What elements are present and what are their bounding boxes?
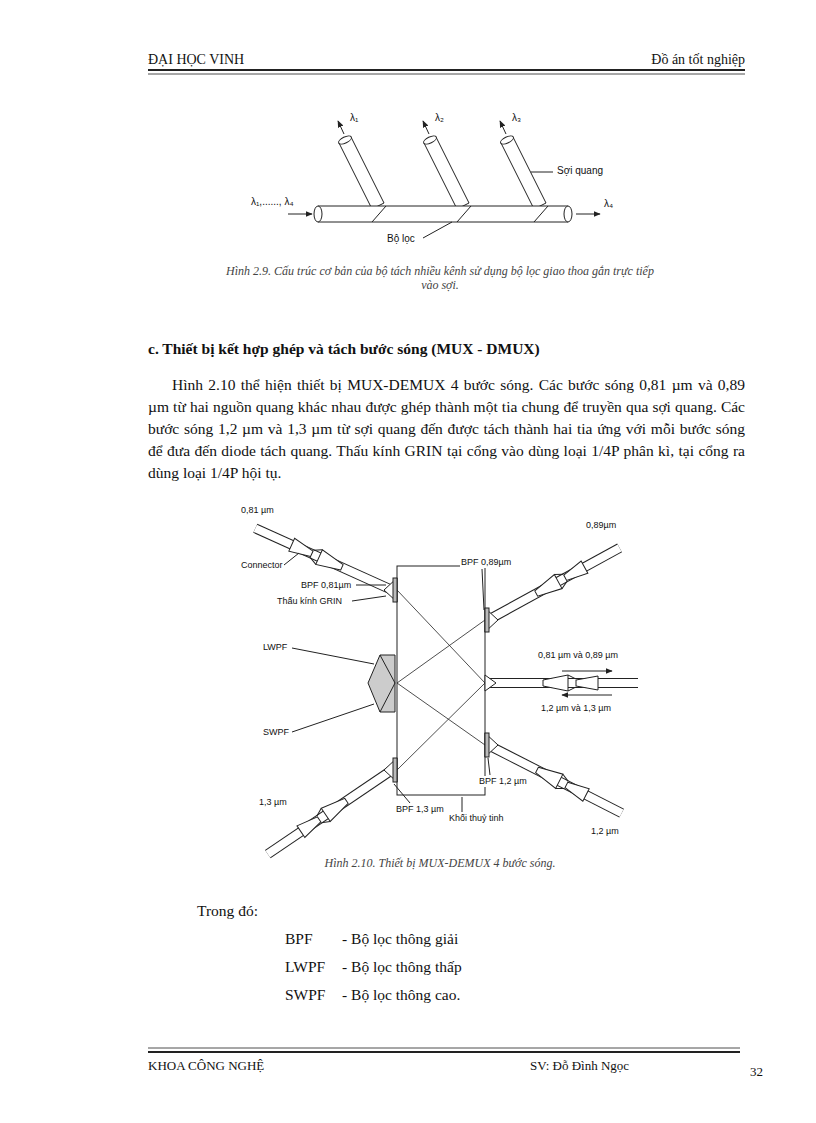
footer-rule — [148, 1048, 740, 1052]
part-label: 1,3 µm — [258, 797, 288, 808]
wavelength-label: λ₁,......, λ₄ — [250, 196, 294, 208]
figure-caption: Hình 2.9. Cấu trúc cơ bản của bộ tách nh… — [225, 264, 655, 293]
footer-text: 32 — [750, 1064, 763, 1080]
demux-fiber-figure — [288, 121, 600, 238]
part-label: Connector — [240, 560, 284, 571]
header-text: ĐẠI HỌC VINH — [148, 52, 244, 69]
body-text: - Bộ lọc thông thấp — [342, 958, 462, 977]
part-label: Sợi quang — [556, 165, 604, 177]
part-label: 0,81 µm và 0,89 µm — [537, 650, 619, 661]
body-text: Trong đó: — [197, 902, 258, 921]
header-text: Đồ án tốt nghiệp — [651, 52, 745, 69]
part-label: BPF 0,89µm — [460, 557, 512, 568]
wavelength-label: λ₂ — [434, 112, 445, 124]
part-label: Bộ lọc — [386, 233, 416, 245]
body-text: BPF — [285, 930, 313, 949]
header-rule — [148, 70, 745, 74]
part-label: BPF 0,81µm — [300, 580, 352, 591]
part-label: BPF 1,2 µm — [478, 776, 528, 787]
body-text: - Bộ lọc thông giải — [342, 930, 458, 949]
section-heading: c. Thiết bị kết hợp ghép và tách bước só… — [148, 340, 540, 359]
body-text: SWPF — [285, 986, 326, 1005]
footer-text: KHOA CÔNG NGHỆ — [148, 1058, 264, 1074]
part-label: SWPF — [262, 727, 290, 738]
part-label: Thấu kính GRIN — [276, 596, 343, 607]
part-label: 1,2 µm và 1,3 µm — [540, 703, 612, 714]
body-paragraph: Hình 2.10 thể hiện thiết bị MUX-DEMUX 4 … — [148, 374, 745, 484]
part-label: 1,2 µm — [590, 826, 620, 837]
wavelength-label: λ₃ — [511, 112, 522, 124]
part-label: 0,81 µm — [240, 505, 275, 516]
part-label: BPF 1,3 µm — [395, 804, 445, 815]
mux-demux-figure — [252, 521, 638, 861]
part-label: Khối thuỷ tinh — [448, 813, 505, 824]
part-label: 0,89µm — [585, 520, 617, 531]
body-text: LWPF — [285, 958, 325, 977]
wavelength-label: λ₄ — [603, 198, 614, 210]
part-label: LWPF — [262, 642, 288, 653]
figure-caption: Hình 2.10. Thiết bị MUX-DEMUX 4 bước són… — [225, 856, 655, 870]
body-text: - Bộ lọc thông cao. — [342, 986, 460, 1005]
wavelength-label: λ₁ — [349, 112, 359, 124]
footer-text: SV: Đỗ Đình Ngọc — [530, 1058, 629, 1074]
